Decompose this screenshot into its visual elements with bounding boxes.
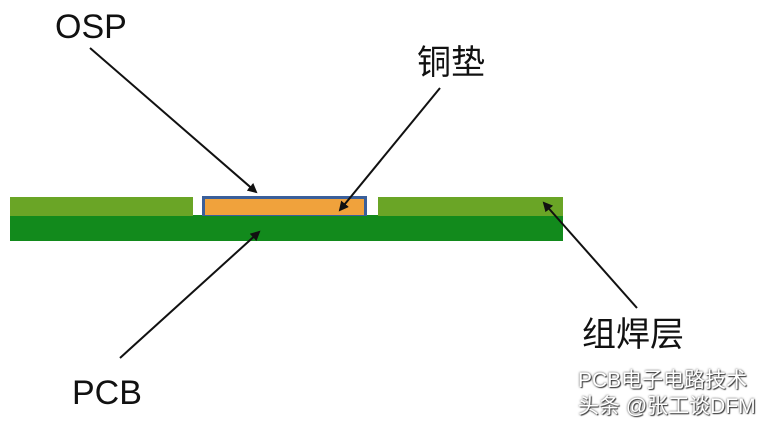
copper-pad-label: 铜垫	[417, 44, 485, 82]
pcb-base	[10, 215, 563, 241]
osp-arrow	[89, 47, 258, 194]
osp-label: OSP	[55, 8, 127, 46]
solder-mask-left	[10, 197, 193, 216]
copper-pad	[205, 199, 364, 215]
pcb-label: PCB	[72, 374, 142, 412]
solder-mask-arrow	[542, 201, 638, 309]
copper-pad-arrow	[338, 87, 441, 212]
solder-mask-right	[378, 197, 563, 216]
watermark-line1: PCB电子电路技术	[578, 369, 748, 392]
watermark-line2: 头条 @张工谈DFM	[578, 395, 756, 418]
pcb-arrow	[119, 230, 261, 359]
solder-mask-label: 组焊层	[582, 316, 684, 354]
